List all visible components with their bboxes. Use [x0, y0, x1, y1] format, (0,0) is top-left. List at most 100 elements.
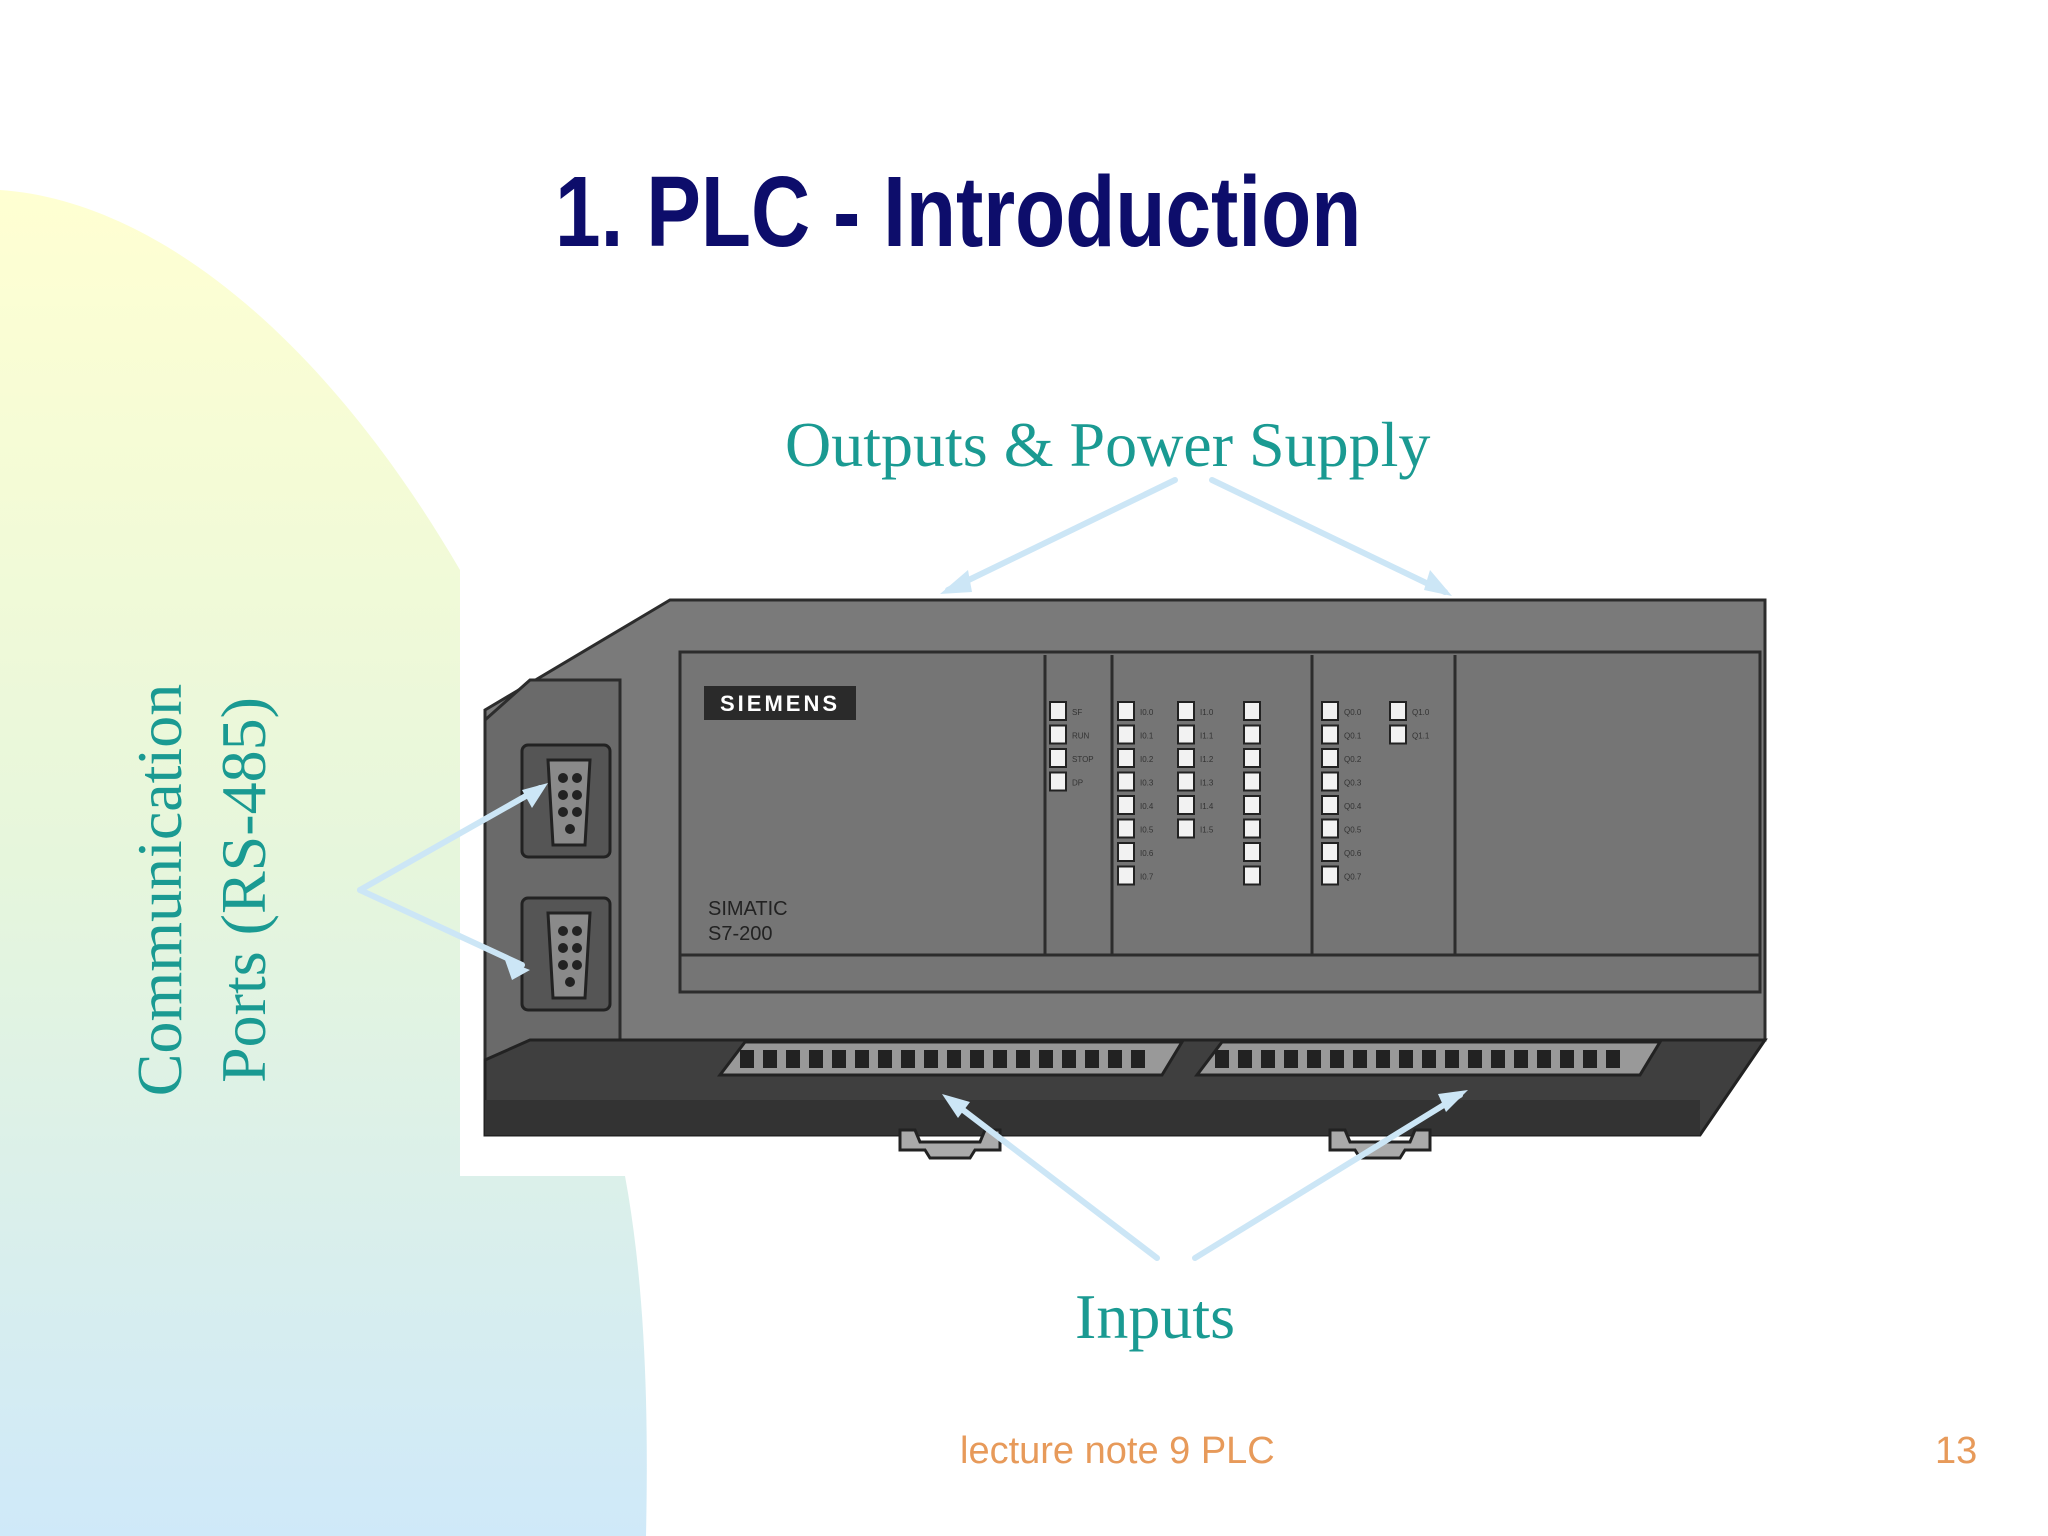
terminal-screw: [1537, 1050, 1551, 1068]
output-a-led-label: Q0.4: [1344, 802, 1362, 811]
terminal-strip-left: [716, 1040, 1185, 1077]
input-b-led: [1177, 795, 1195, 815]
input-b-led-label: I1.4: [1200, 802, 1214, 811]
arrow-outputs-left: [945, 477, 1178, 593]
terminal-screw: [993, 1050, 1007, 1068]
status-led: [1049, 701, 1067, 721]
terminal-screw: [1330, 1050, 1344, 1068]
input-c-led: [1243, 771, 1261, 792]
outputs-power-label: Outputs & Power Supply: [785, 409, 1431, 480]
terminal-screw: [1583, 1050, 1597, 1068]
output-a-led-label: Q0.1: [1344, 732, 1362, 741]
output-led-column-b: Q1.0Q1.1: [1389, 701, 1430, 745]
input-a-led: [1117, 748, 1135, 768]
status-led: [1049, 724, 1067, 745]
input-a-led-label: I0.2: [1140, 755, 1154, 764]
slide-title: 1. PLC - Introduction: [555, 156, 1362, 268]
callout-arrows: [357, 477, 1463, 1261]
input-a-led-label: I0.3: [1140, 779, 1154, 788]
siemens-logo-text: SIEMENS: [720, 691, 840, 716]
output-a-led: [1321, 701, 1339, 721]
output-b-led-label: Q1.0: [1412, 708, 1430, 717]
terminal-screw: [1560, 1050, 1574, 1068]
status-led: [1049, 748, 1067, 768]
model-line-1: SIMATIC: [708, 898, 788, 920]
input-a-led: [1117, 701, 1135, 721]
input-a-led-label: I0.0: [1140, 708, 1154, 717]
input-led-column-c: [1243, 701, 1261, 886]
input-b-led: [1177, 818, 1195, 839]
terminal-screw: [809, 1050, 823, 1068]
model-line-2: S7-200: [708, 923, 773, 945]
output-a-led-label: Q0.3: [1344, 779, 1362, 788]
input-b-led-label: I1.2: [1200, 755, 1214, 764]
terminal-screw: [1422, 1050, 1436, 1068]
input-c-led: [1243, 724, 1261, 745]
output-led-column-a: Q0.0Q0.1Q0.2Q0.3Q0.4Q0.5Q0.6Q0.7: [1321, 701, 1362, 886]
input-c-led: [1243, 795, 1261, 815]
output-a-led: [1321, 748, 1339, 768]
status-led-label: SF: [1072, 708, 1082, 717]
terminal-screw: [1606, 1050, 1620, 1068]
terminal-screw: [1261, 1050, 1275, 1068]
terminal-screw: [1445, 1050, 1459, 1068]
input-led-column-b: I1.0I1.1I1.2I1.3I1.4I1.5: [1177, 701, 1214, 839]
terminal-screw: [1238, 1050, 1252, 1068]
output-a-led: [1321, 795, 1339, 815]
output-b-led-label: Q1.1: [1412, 732, 1430, 741]
input-a-led-label: I0.7: [1140, 873, 1154, 882]
input-b-led: [1177, 771, 1195, 792]
terminal-screw: [924, 1050, 938, 1068]
terminal-screw: [1376, 1050, 1390, 1068]
arrow-inputs-left: [947, 1097, 1160, 1261]
arrow-inputs-right: [1192, 1092, 1463, 1261]
input-c-led: [1243, 701, 1261, 721]
input-c-led: [1243, 748, 1261, 768]
status-led: [1049, 771, 1067, 792]
input-b-led-label: I1.1: [1200, 732, 1214, 741]
input-c-led: [1243, 865, 1261, 886]
terminal-screw: [1307, 1050, 1321, 1068]
footer-note: lecture note 9 PLC: [960, 1430, 1275, 1472]
output-a-led: [1321, 771, 1339, 792]
terminal-screw: [1016, 1050, 1030, 1068]
terminal-screw: [1039, 1050, 1053, 1068]
input-a-led: [1117, 795, 1135, 815]
terminal-screw: [1215, 1050, 1229, 1068]
input-led-column-a: I0.0I0.1I0.2I0.3I0.4I0.5I0.6I0.7: [1117, 701, 1154, 886]
terminal-screw: [901, 1050, 915, 1068]
output-a-led-label: Q0.6: [1344, 849, 1362, 858]
input-b-led-label: I1.3: [1200, 779, 1214, 788]
terminal-screw: [740, 1050, 754, 1068]
comm-ports-label-line-1: Communication: [124, 683, 195, 1097]
inputs-label: Inputs: [1075, 1281, 1235, 1352]
terminal-screw: [1491, 1050, 1505, 1068]
input-a-led-label: I0.4: [1140, 802, 1154, 811]
siemens-logo: [704, 686, 856, 720]
terminal-screw: [1085, 1050, 1099, 1068]
arrow-outputs-right: [1209, 477, 1448, 595]
input-a-led: [1117, 771, 1135, 792]
status-led-label: DP: [1072, 779, 1083, 788]
terminal-strip-right: [1193, 1040, 1663, 1077]
plc-front-face: [678, 650, 1762, 994]
output-a-led-label: Q0.2: [1344, 755, 1362, 764]
status-led-column: SF RUN STOP DP: [1049, 701, 1094, 792]
comm-ports-label: Communication Ports (RS-485): [118, 670, 286, 1110]
status-led-label: STOP: [1072, 755, 1094, 764]
terminal-screw: [1062, 1050, 1076, 1068]
output-a-led: [1321, 842, 1339, 862]
comm-port-bottom: [520, 896, 612, 1012]
input-a-led-label: I0.6: [1140, 849, 1154, 858]
page-number: 13: [1935, 1430, 1978, 1472]
status-led-label: RUN: [1072, 732, 1090, 741]
arrow-comm-top: [357, 785, 543, 893]
plc-port-block: [483, 678, 622, 1092]
terminal-screw: [1284, 1050, 1298, 1068]
output-a-led: [1321, 724, 1339, 745]
output-a-led-label: Q0.7: [1344, 873, 1362, 882]
input-a-led-label: I0.5: [1140, 826, 1154, 835]
terminal-screw: [947, 1050, 961, 1068]
input-c-led: [1243, 842, 1261, 862]
